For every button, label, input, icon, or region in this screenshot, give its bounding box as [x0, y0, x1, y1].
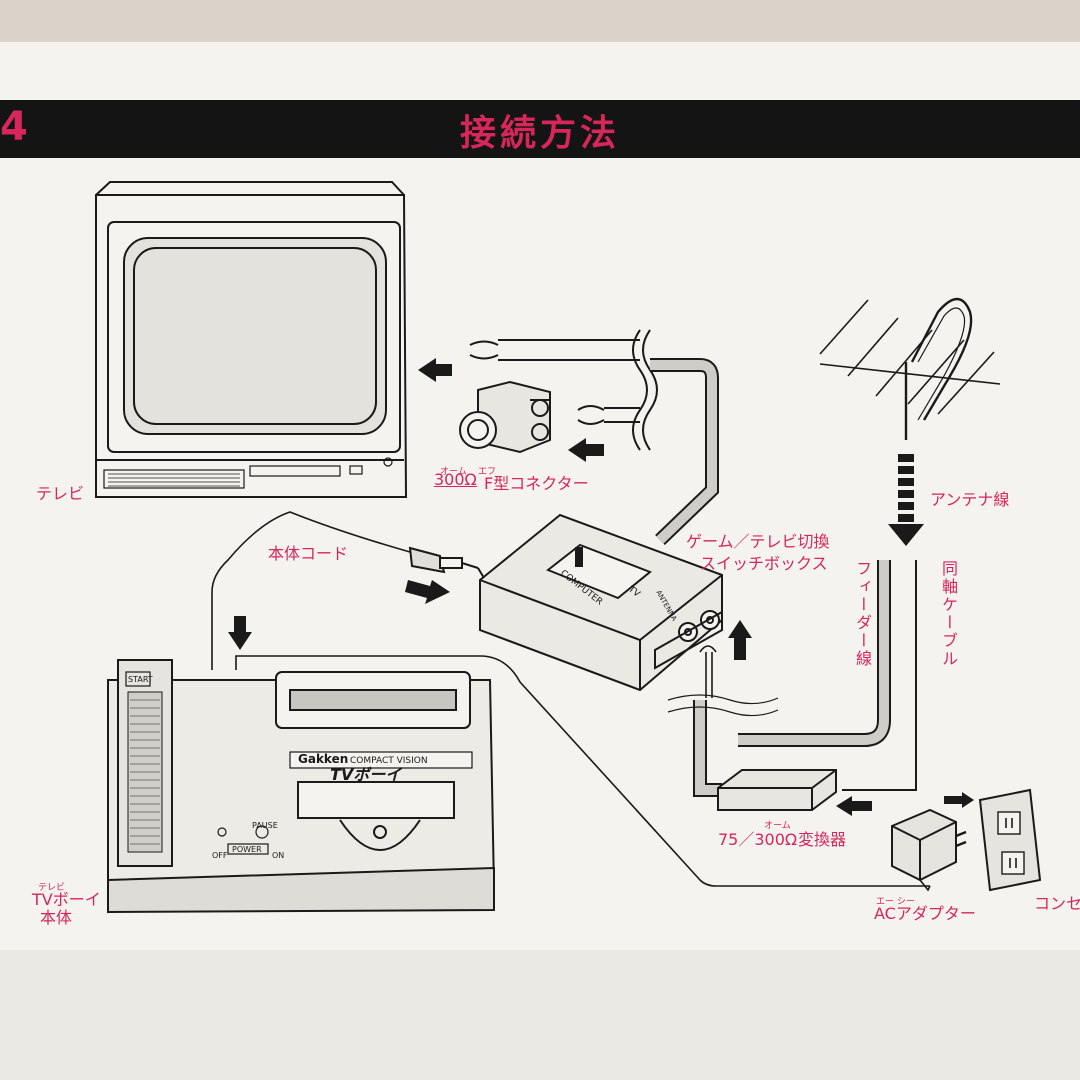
label-switch-box-line1: ゲーム／テレビ切換 [686, 532, 830, 551]
ruby-f: エフ [478, 467, 497, 477]
ruby-converter: オーム [764, 821, 791, 831]
on-label: ON [272, 851, 284, 860]
off-label: OFF [212, 851, 228, 860]
label-coax-cable: 同軸ケーブル [939, 560, 958, 668]
ac-adapter-illustration [891, 808, 967, 892]
model-text: COMPACT VISION [350, 756, 428, 766]
tv-illustration [95, 181, 408, 498]
feeder-top [469, 329, 658, 451]
section-number: 4 [0, 104, 28, 150]
ruby-ac: エー シー [876, 897, 915, 907]
label-outlet: コンセ [1034, 894, 1080, 913]
start-button-label: START [128, 675, 153, 684]
tv-boy-illustration [107, 659, 496, 914]
next-page-edge [0, 950, 1080, 1080]
label-converter-ohm: 75／300Ω [718, 830, 798, 849]
label-feeder-wire: フィーダー線 [853, 560, 872, 668]
label-f-connector: F型コネクター [484, 474, 589, 493]
pause-label: PAUSE [252, 821, 278, 830]
label-tv-boy-body: 本体 [40, 908, 73, 927]
label-body-cord: 本体コード [268, 544, 349, 563]
f-connector [459, 380, 551, 454]
wall-outlet-illustration [978, 788, 1042, 892]
label-ac-adapter: ACアダプター [874, 904, 976, 923]
antenna-illustration [819, 297, 1001, 440]
section-title: 接続方法 [459, 113, 620, 154]
label-switch-box-line2: スイッチボックス [700, 554, 828, 573]
ruby-tv-boy: テレビ [38, 883, 66, 893]
label-tv-boy: TVボーイ [32, 890, 101, 909]
converter-illustration [717, 769, 837, 811]
body-cord [211, 511, 485, 670]
ruby-ohm: オーム [440, 467, 467, 477]
brand-text: Gakken [298, 752, 348, 766]
logo-text: TVボーイ [330, 765, 403, 784]
switch-box-illustration [479, 513, 723, 692]
section-header-bar [0, 100, 1080, 158]
label-tv: テレビ [36, 484, 85, 503]
label-connector-ohm: 300Ω [434, 470, 477, 489]
label-antenna-wire: アンテナ線 [930, 490, 1010, 509]
power-label: POWER [232, 845, 262, 854]
label-converter: 変換器 [798, 830, 847, 849]
